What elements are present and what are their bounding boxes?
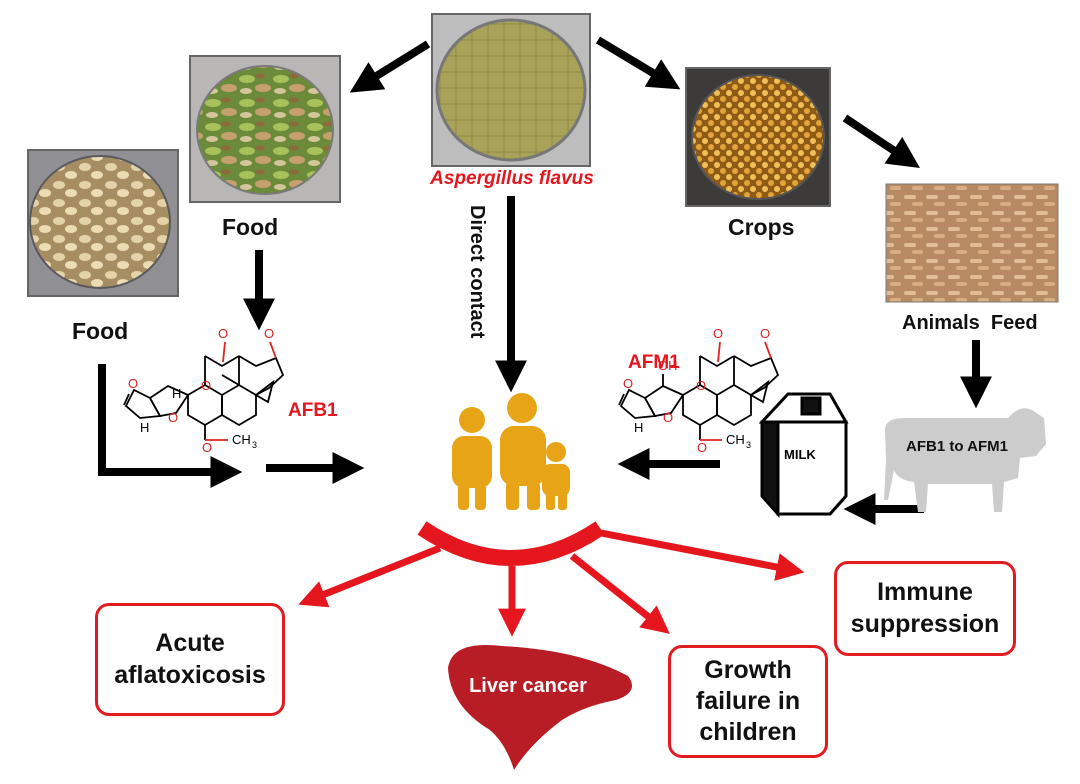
aspergillus-culture-photo xyxy=(431,13,591,167)
svg-text:O: O xyxy=(697,440,707,455)
svg-text:O: O xyxy=(760,326,770,341)
svg-text:O: O xyxy=(168,410,178,425)
crops-label: Crops xyxy=(728,214,795,240)
arrow-to-acute xyxy=(298,544,442,608)
corn-crops-photo xyxy=(685,67,831,207)
afm1-structure xyxy=(618,341,780,441)
svg-text:O: O xyxy=(202,440,212,455)
svg-text:O: O xyxy=(696,378,706,393)
food-top-label: Food xyxy=(222,214,279,240)
svg-text:O: O xyxy=(623,376,633,391)
svg-text:H: H xyxy=(634,420,643,435)
afb1-structure xyxy=(123,341,285,441)
arrow-aspergillus-to-crops xyxy=(595,36,681,90)
afm1-label: AFM1 xyxy=(628,352,680,373)
cow-text-label: AFB1 to AFM1 xyxy=(906,438,1008,455)
svg-text:H: H xyxy=(140,420,149,435)
svg-text:O: O xyxy=(663,410,673,425)
aspergillus-label: Aspergillus flavus xyxy=(430,168,594,189)
afb1-label: AFB1 xyxy=(288,400,338,421)
red-dose-arc xyxy=(417,521,605,566)
svg-text:CH: CH xyxy=(726,432,745,447)
svg-text:H: H xyxy=(172,386,181,401)
food-left-label: Food xyxy=(72,318,129,344)
arrow-aspergillus-to-food xyxy=(349,40,431,93)
animals-feed-label: Animals Feed xyxy=(902,312,1038,334)
svg-text:O: O xyxy=(218,326,228,341)
peanut-dish-photo xyxy=(27,149,179,297)
svg-text:3: 3 xyxy=(746,440,751,450)
outcome-growth-failure: Growth failure in children xyxy=(668,645,828,758)
milk-carton-icon xyxy=(758,392,849,518)
svg-text:O: O xyxy=(713,326,723,341)
animal-feed-pellets-photo xyxy=(885,183,1059,303)
svg-text:CH: CH xyxy=(232,432,251,447)
people-family-icon xyxy=(452,393,570,510)
arrow-to-immune xyxy=(595,528,805,581)
svg-text:O: O xyxy=(201,378,211,393)
svg-text:3: 3 xyxy=(252,440,257,450)
svg-text:O: O xyxy=(264,326,274,341)
outcome-acute-aflatoxicosis: Acute aflatoxicosis xyxy=(95,603,285,716)
arrow-crops-to-feed xyxy=(842,114,920,168)
pistachio-dish-photo xyxy=(189,55,341,203)
liver-icon xyxy=(448,644,632,770)
arrow-food-to-afb1-path xyxy=(98,364,243,488)
cow-silhouette xyxy=(884,408,1046,512)
outcome-immune-suppression: Immune suppression xyxy=(834,561,1016,656)
milk-label: MILK xyxy=(784,447,816,462)
svg-text:OH: OH xyxy=(658,358,678,373)
arrow-to-growth xyxy=(569,553,670,634)
direct-contact-label: Direct contact xyxy=(466,205,488,339)
svg-text:O: O xyxy=(128,376,138,391)
liver-cancer-label: Liver cancer xyxy=(469,675,587,697)
